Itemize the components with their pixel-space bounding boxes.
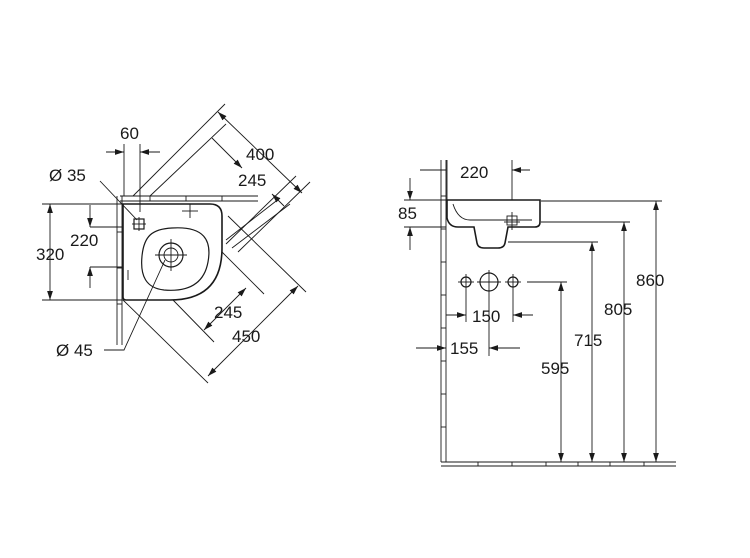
plan-view: 60 Ø 35 320 220 400 245 245 <box>36 103 311 384</box>
dim-220: 220 <box>70 231 98 250</box>
leader-diam35 <box>99 180 138 221</box>
side-dim-150: 150 <box>472 307 500 326</box>
dim-245-top: 245 <box>238 171 266 190</box>
side-basin-body <box>446 199 541 249</box>
leader-diam45 <box>104 259 166 351</box>
dim-diam35: Ø 35 <box>49 166 86 185</box>
plan-bowl <box>141 227 210 291</box>
side-dim-715: 715 <box>574 331 602 350</box>
dim-diam45: Ø 45 <box>56 341 93 360</box>
dim-450: 450 <box>232 327 260 346</box>
dim-245-bottom: 245 <box>214 303 242 322</box>
side-view: 220 85 150 155 <box>398 160 676 467</box>
side-basin-bowl <box>452 203 532 221</box>
side-dim-860: 860 <box>636 271 664 290</box>
plan-basin-outline <box>122 203 223 301</box>
side-dim-85: 85 <box>398 204 417 223</box>
side-dim-595: 595 <box>541 359 569 378</box>
side-wall-connections <box>458 270 521 294</box>
dim-400: 400 <box>246 145 274 164</box>
dim-320: 320 <box>36 245 64 264</box>
side-dim-805: 805 <box>604 300 632 319</box>
side-dim-220: 220 <box>460 163 488 182</box>
side-dim-155: 155 <box>450 339 478 358</box>
dim-60: 60 <box>120 124 139 143</box>
side-wall-tile-joints <box>441 195 446 428</box>
plan-wall-tile-joints <box>117 196 223 305</box>
side-floor-tile-joints <box>477 462 645 466</box>
